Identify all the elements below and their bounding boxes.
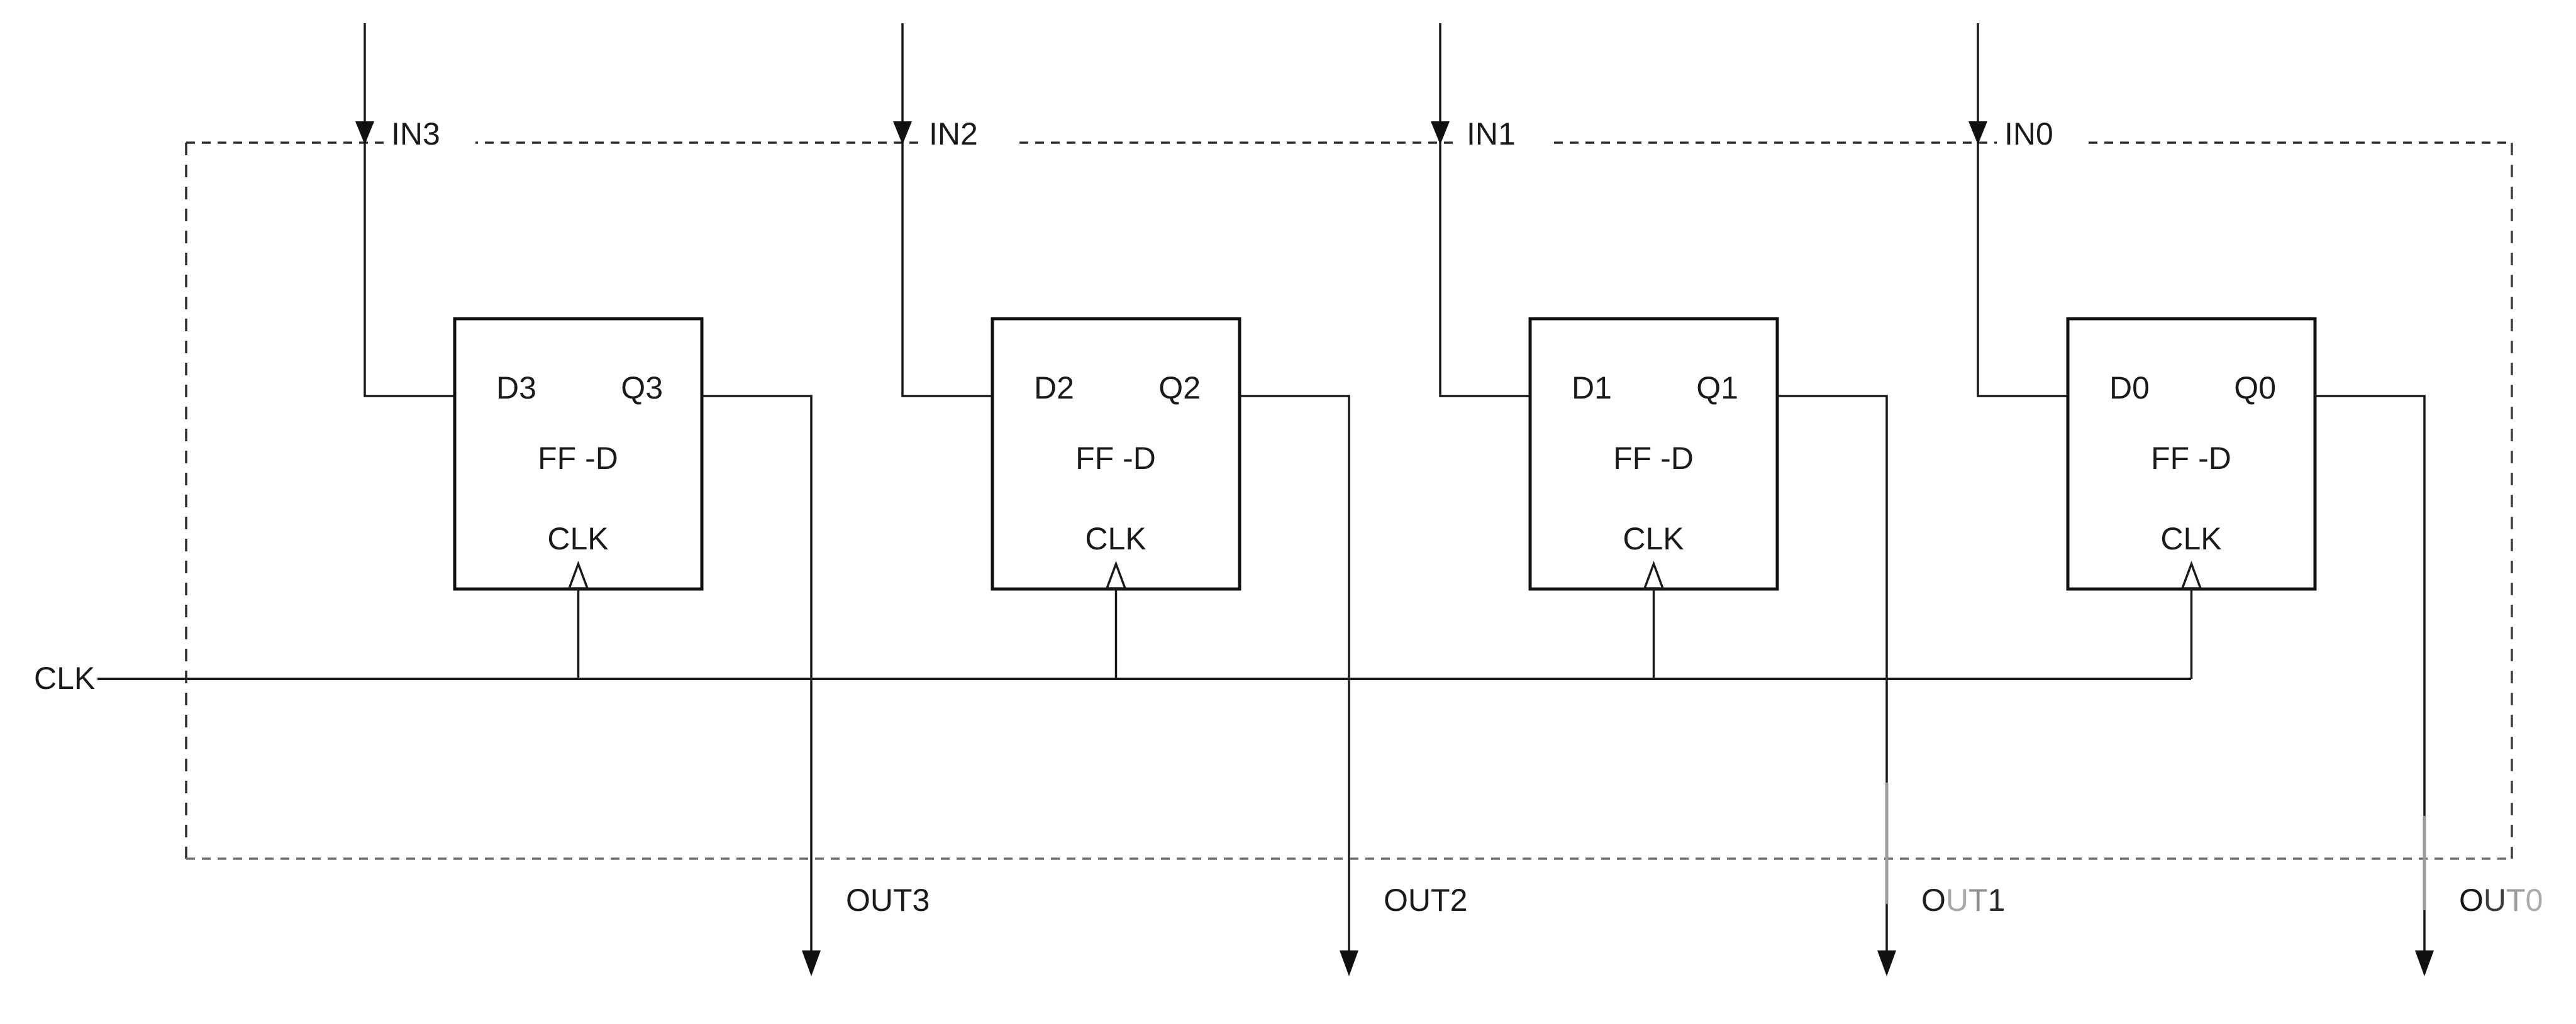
ff-block-label: FF -D (2151, 441, 2231, 476)
clk-pin-label: CLK (1085, 521, 1146, 556)
d-pin-label: D1 (1572, 370, 1612, 405)
input-wire (1439, 23, 1530, 397)
output-wire (702, 395, 813, 972)
input-label-background (1997, 117, 2089, 147)
clock-edge-triangle-icon (567, 560, 589, 590)
output-wire (1240, 395, 1350, 972)
output-wire (1777, 395, 1888, 972)
output-arrowhead-icon (2415, 950, 2434, 976)
input-net-label: IN0 (2004, 116, 2053, 151)
input-arrowhead-icon (893, 121, 912, 145)
q-pin-label: Q0 (2234, 370, 2276, 405)
output-arrowhead-icon (802, 950, 821, 976)
output-net-label: OUT0 (2459, 883, 2543, 918)
output-wire (2315, 395, 2426, 972)
input-net-label: IN3 (391, 116, 440, 151)
output-arrowhead-icon (1877, 950, 1896, 976)
clock-edge-triangle-icon (1105, 560, 1127, 590)
q-pin-label: Q2 (1158, 370, 1201, 405)
input-wire (1977, 23, 2068, 397)
ff-block-label: FF -D (538, 441, 618, 476)
ff-block-label: FF -D (1613, 441, 1694, 476)
input-arrowhead-icon (1431, 121, 1450, 145)
input-net-label: IN1 (1467, 116, 1516, 151)
q-pin-label: Q3 (621, 370, 663, 405)
output-net-label: OUT2 (1384, 883, 1467, 918)
input-wire (364, 23, 455, 397)
clk-pin-label: CLK (1623, 521, 1684, 556)
d-pin-label: D3 (496, 370, 536, 405)
q-pin-label: Q1 (1696, 370, 1738, 405)
ff-unit-bit2: IN2 D2 Q2 FF -D CLK OUT2 (893, 23, 1467, 976)
d-pin-label: D2 (1034, 370, 1074, 405)
input-label-background (384, 117, 475, 147)
input-arrowhead-icon (1968, 121, 1987, 145)
input-label-background (921, 117, 1013, 147)
input-arrowhead-icon (355, 121, 374, 145)
clock-edge-triangle-icon (2180, 560, 2202, 590)
ff-unit-bit1: IN1 D1 Q1 FF -D CLK OUT1 (1431, 23, 2005, 976)
input-net-label: IN2 (929, 116, 978, 151)
ff-unit-bit0: IN0 D0 Q0 FF -D CLK OUT0 (1968, 23, 2543, 976)
d-pin-label: D0 (2109, 370, 2150, 405)
output-net-label: OUT1 (1921, 883, 2005, 918)
output-arrowhead-icon (1340, 950, 1358, 976)
ff-block-label: FF -D (1075, 441, 1156, 476)
clock-edge-triangle-icon (1643, 560, 1665, 590)
clk-pin-label: CLK (547, 521, 608, 556)
clk-pin-label: CLK (2160, 521, 2221, 556)
ff-unit-bit3: IN3 D3 Q3 FF -D CLK OUT3 (355, 23, 930, 976)
input-wire (901, 23, 992, 397)
input-label-background (1459, 117, 1551, 147)
clk-net-label: CLK (34, 661, 95, 696)
output-net-label: OUT3 (846, 883, 930, 918)
